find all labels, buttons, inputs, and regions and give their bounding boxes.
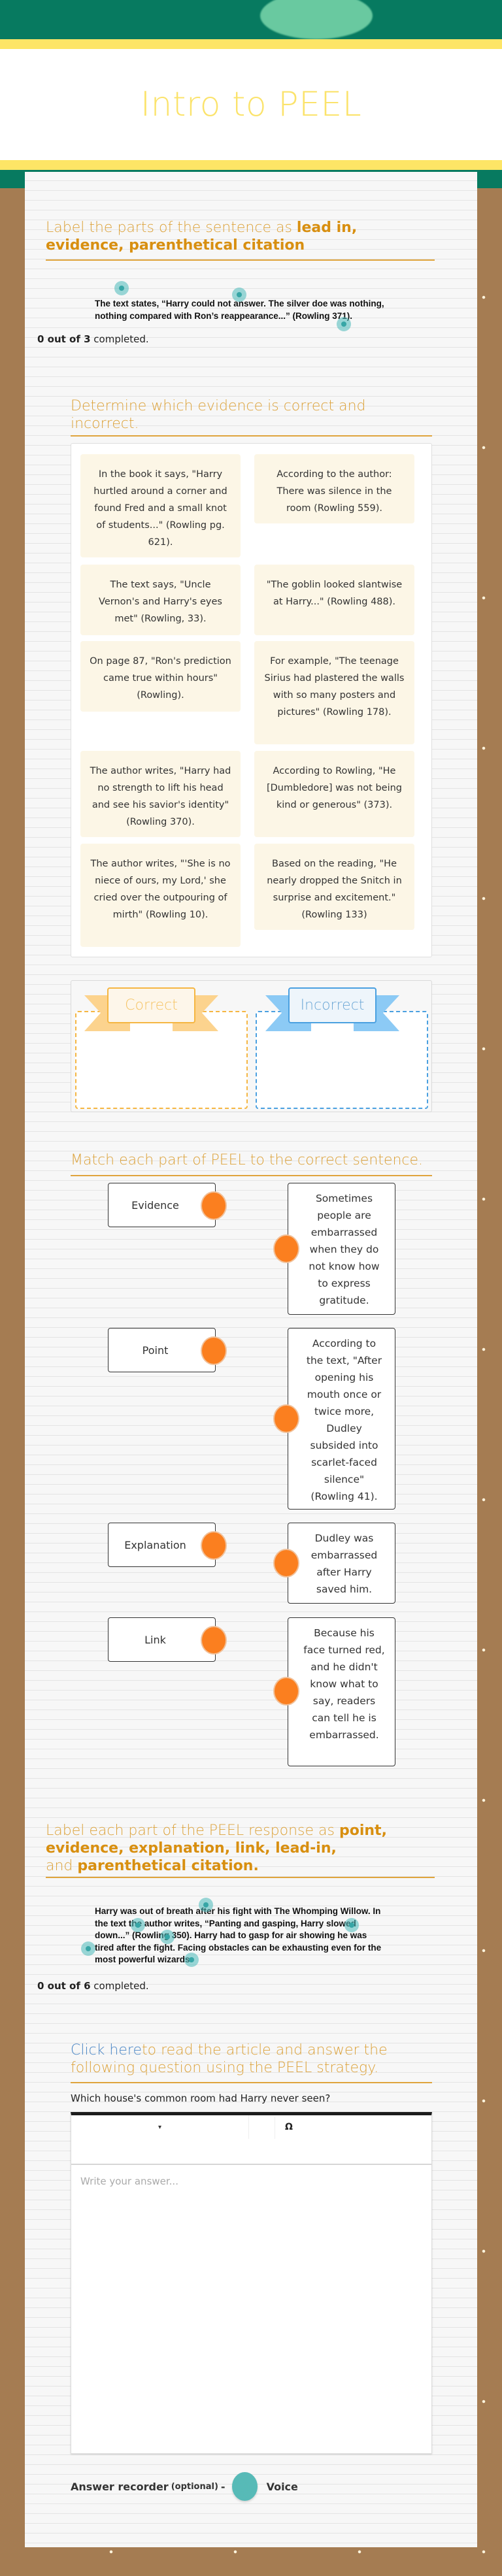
- label-hotspot[interactable]: [199, 1898, 213, 1912]
- label-hotspot[interactable]: [337, 317, 351, 331]
- evidence-card[interactable]: The author writes, "'She is no niece of …: [80, 844, 241, 947]
- recorder-mode-label: Voice: [266, 2480, 298, 2493]
- heading-text: Label each part of the PEEL response as: [46, 1823, 339, 1839]
- evidence-card-pool: In the book it says, "Harry hurtled arou…: [71, 443, 432, 957]
- label-hotspot[interactable]: [81, 1941, 95, 1956]
- recorder-optional: (optional): [171, 2481, 218, 2492]
- header-decorative-blob: [260, 0, 373, 39]
- question-text: Which house's common room had Harry neve…: [71, 2092, 331, 2104]
- heading-divider: [71, 1175, 432, 1176]
- heading-bold-text: lead in, evidence, parenthetical citatio…: [46, 220, 358, 254]
- format-dropdown[interactable]: ▾: [71, 2115, 249, 2139]
- evidence-card[interactable]: On page 87, "Ron's prediction came true …: [80, 641, 241, 712]
- paragraph-line: the text the author writes, “Panting and…: [95, 1918, 356, 1928]
- article-link[interactable]: Click here: [71, 2042, 142, 2058]
- match-term-evidence[interactable]: Evidence: [108, 1183, 216, 1227]
- sort-bins: Correct Incorrect: [71, 980, 432, 1112]
- label-hotspot[interactable]: [114, 281, 129, 295]
- heading-divider: [46, 259, 435, 261]
- label-hotspot[interactable]: [232, 288, 246, 302]
- heading-bold-text: point, evidence, explanation, link, lead…: [46, 1823, 387, 1857]
- label-progress: 0 out of 3 completed.: [37, 333, 149, 345]
- match-sentence[interactable]: Dudley was embarrassed after Harry saved…: [288, 1523, 395, 1604]
- progress-text: completed.: [90, 1980, 149, 1992]
- match-connector-dot[interactable]: [201, 1191, 227, 1220]
- match-sentence[interactable]: According to the text, "After opening hi…: [288, 1328, 395, 1510]
- heading-bold-text: parenthetical citation.: [77, 1858, 259, 1874]
- header-stripe: [0, 39, 502, 49]
- heading-text: to read the article and answer the follo…: [71, 2042, 388, 2076]
- peel-progress: 0 out of 6 completed.: [37, 1980, 149, 1992]
- paragraph-line: most powerful wizards.: [95, 1955, 193, 1964]
- heading-text: Label the parts of the sentence as: [46, 220, 297, 236]
- chevron-down-icon: ▾: [158, 2123, 162, 2131]
- label-hotspot[interactable]: [160, 1930, 175, 1944]
- recorder-label: Answer recorder: [71, 2480, 169, 2493]
- evidence-card[interactable]: In the book it says, "Harry hurtled arou…: [80, 454, 241, 557]
- label-sentence-heading: Label the parts of the sentence as lead …: [46, 219, 435, 254]
- evidence-card[interactable]: The text says, "Uncle Vernon's and Harry…: [80, 565, 241, 635]
- match-sentence[interactable]: Sometimes people are embarrassed when th…: [288, 1183, 395, 1315]
- header-stripe-bottom: [0, 160, 502, 170]
- label-peel-heading: Label each part of the PEEL response as …: [46, 1822, 435, 1875]
- omega-icon: Ω: [285, 2122, 293, 2132]
- peel-paragraph: Harry was out of breath after his fight …: [95, 1906, 381, 1966]
- match-connector-dot[interactable]: [201, 1336, 227, 1365]
- correct-bin-label: Correct: [107, 987, 195, 1023]
- sentence-line: The text states, “Harry could not answer…: [95, 299, 384, 308]
- progress-text: completed.: [90, 333, 149, 345]
- label-sentence-text: The text states, “Harry could not answer…: [95, 297, 384, 322]
- evidence-card[interactable]: Based on the reading, "He nearly dropped…: [254, 844, 414, 930]
- evidence-heading: Determine which evidence is correct and …: [71, 398, 366, 432]
- match-term-explanation[interactable]: Explanation: [108, 1523, 216, 1567]
- answer-heading: Click hereto read the article and answer…: [71, 2041, 432, 2077]
- heading-divider: [71, 435, 432, 437]
- incorrect-bin-label: Incorrect: [288, 987, 376, 1023]
- heading-text: and: [46, 1858, 78, 1874]
- evidence-card[interactable]: According to the author: There was silen…: [254, 454, 414, 523]
- match-connector-dot[interactable]: [273, 1549, 299, 1577]
- special-character-button[interactable]: Ω: [279, 2115, 299, 2139]
- match-term-link[interactable]: Link: [108, 1617, 216, 1662]
- evidence-card[interactable]: "The goblin looked slantwise at Harry...…: [254, 565, 414, 635]
- answer-editor: ▾ Ω: [71, 2112, 432, 2454]
- progress-count: 0 out of 6: [37, 1980, 91, 1992]
- answer-input[interactable]: [71, 2166, 431, 2454]
- record-voice-button[interactable]: [231, 2472, 258, 2501]
- match-sentence[interactable]: Because his face turned red, and he didn…: [288, 1617, 395, 1766]
- label-hotspot[interactable]: [131, 1918, 145, 1932]
- match-connector-dot[interactable]: [201, 1626, 227, 1655]
- label-hotspot[interactable]: [344, 1918, 359, 1932]
- answer-recorder: Answer recorder (optional) - Voice: [71, 2472, 298, 2501]
- paragraph-line: tired after the fight. Facing obstacles …: [95, 1942, 382, 1953]
- sentence-line: nothing compared with Ron’s reappearance…: [95, 311, 353, 321]
- match-connector-dot[interactable]: [273, 1677, 299, 1706]
- heading-divider: [46, 1877, 435, 1878]
- title-banner: Intro to PEEL: [0, 49, 502, 160]
- match-connector-dot[interactable]: [273, 1404, 299, 1433]
- progress-count: 0 out of 3: [37, 333, 91, 345]
- label-hotspot[interactable]: [184, 1953, 199, 1967]
- editor-toolbar: ▾ Ω: [71, 2115, 431, 2165]
- match-term-point[interactable]: Point: [108, 1328, 216, 1372]
- evidence-card[interactable]: According to Rowling, "He [Dumbledore] w…: [254, 751, 414, 837]
- recorder-dash: -: [220, 2480, 226, 2493]
- heading-divider: [71, 2082, 432, 2083]
- evidence-card[interactable]: For example, "The teenage Sirius had pla…: [254, 641, 414, 744]
- evidence-card[interactable]: The author writes, "Harry had no strengt…: [80, 751, 241, 837]
- match-heading: Match each part of PEEL to the correct s…: [71, 1152, 424, 1168]
- toolbar-separator: [249, 2117, 275, 2139]
- page-title: Intro to PEEL: [140, 85, 362, 124]
- header-top-band: [0, 0, 502, 39]
- match-connector-dot[interactable]: [273, 1234, 299, 1263]
- paragraph-line: Harry was out of breath after his fight …: [95, 1906, 381, 1916]
- match-connector-dot[interactable]: [201, 1531, 227, 1560]
